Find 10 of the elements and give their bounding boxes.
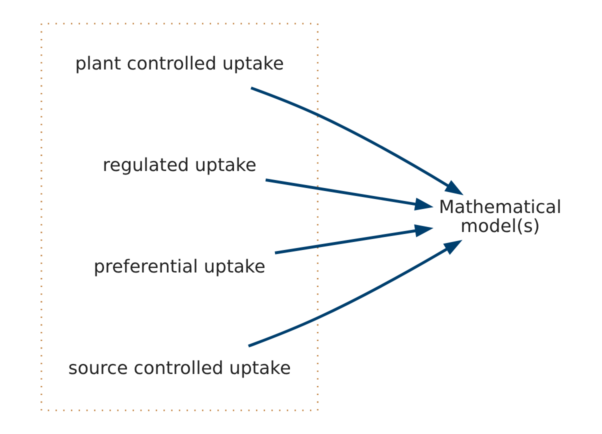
node-text: plant controlled uptake (75, 53, 284, 74)
arrow (274, 224, 434, 254)
node-text: regulated uptake (102, 154, 256, 176)
arrow (265, 178, 434, 211)
cluster (40, 22, 318, 412)
arrow (250, 86, 464, 196)
node-text: source controlled uptake (68, 358, 291, 380)
arrow (248, 240, 462, 348)
node-text: Mathematical model(s) (438, 196, 562, 238)
node-text: preferential uptake (94, 256, 266, 278)
